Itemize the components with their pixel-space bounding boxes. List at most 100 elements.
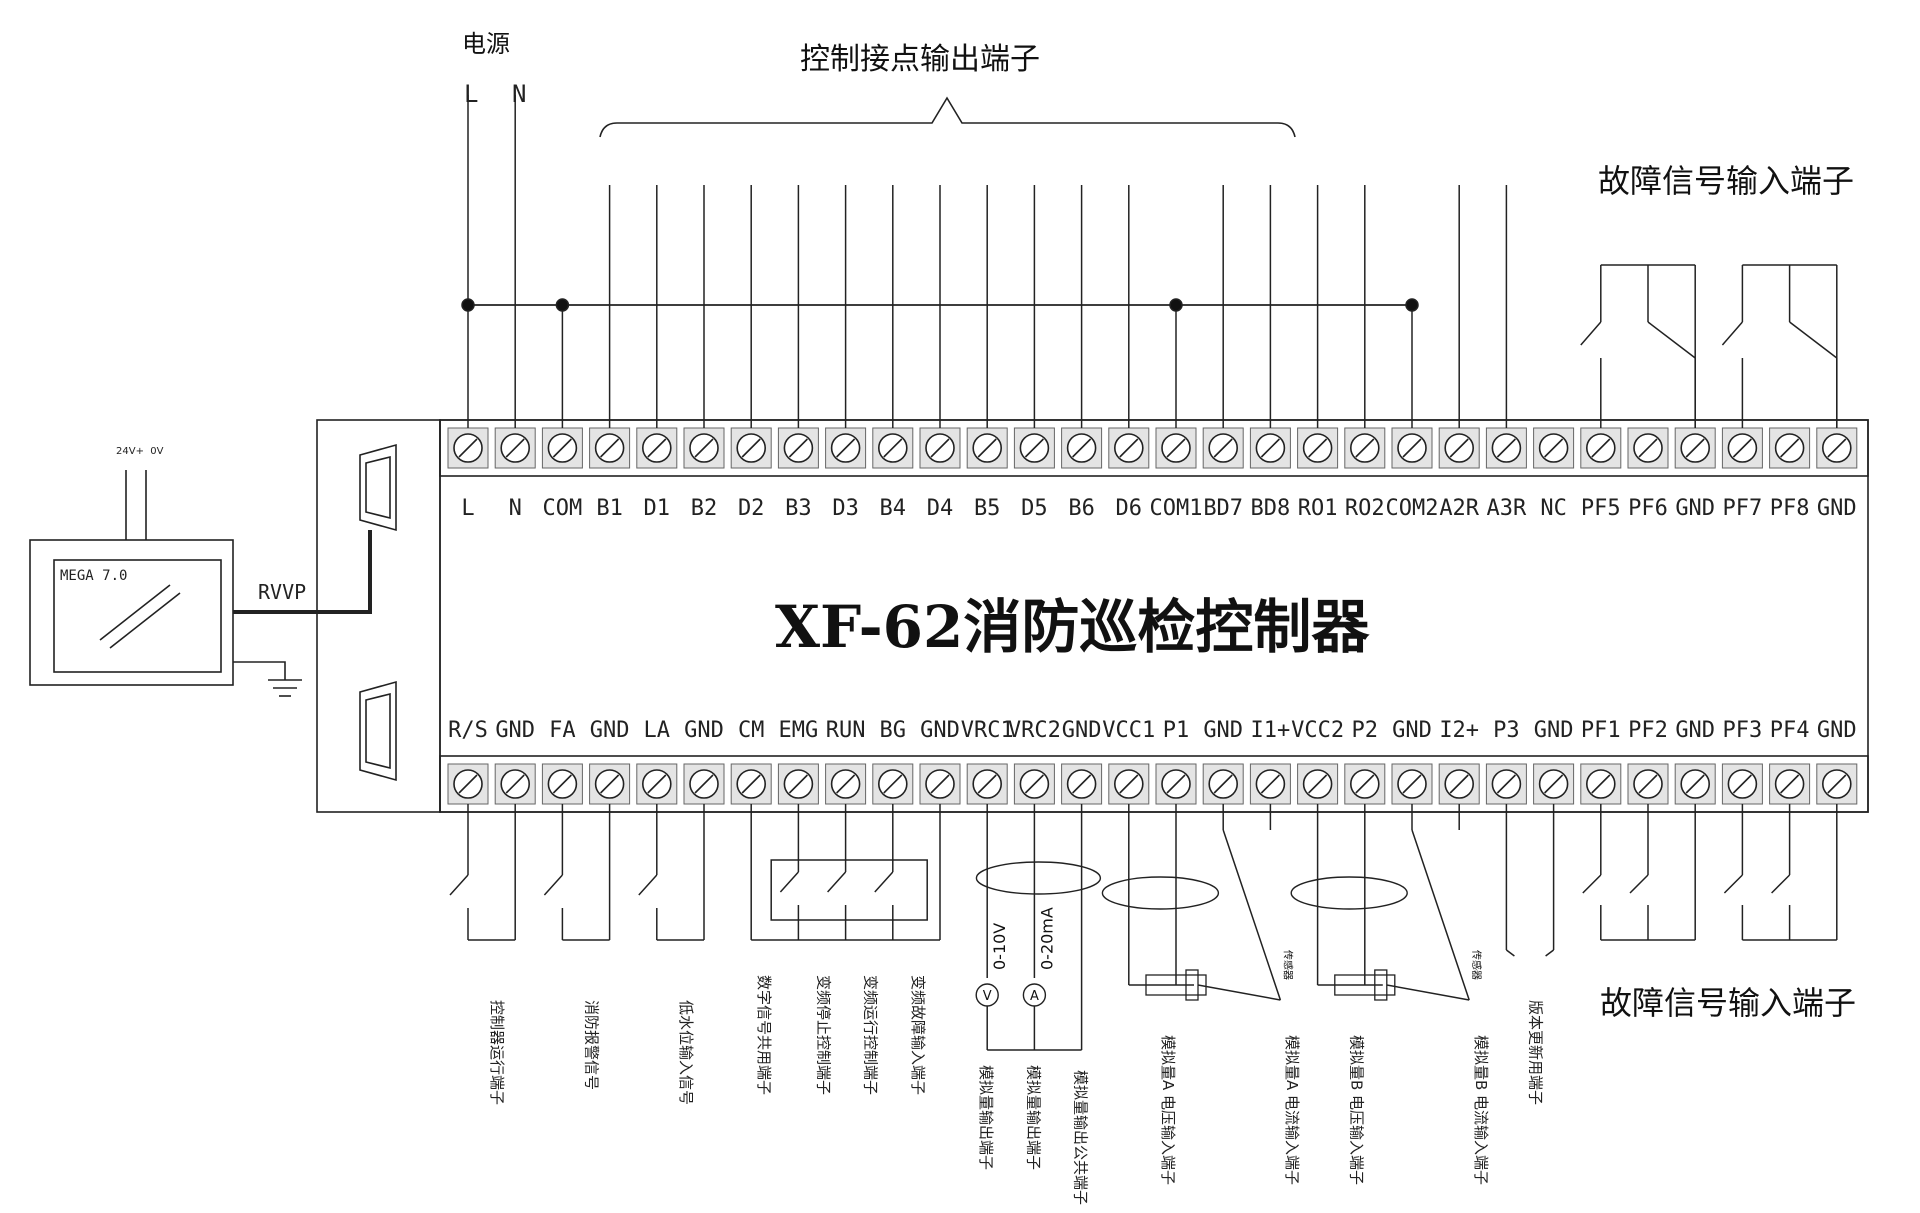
junction-dot (1405, 298, 1419, 312)
bottom-terminal-label: I1+ (1251, 718, 1291, 743)
terminal-screw-icon (1202, 427, 1244, 469)
bottom-terminal-label: GND (1203, 718, 1243, 743)
db9-connector-panel (316, 419, 441, 813)
terminal-screw-icon (1391, 427, 1433, 469)
bottom-terminal-label: P2 (1352, 718, 1379, 743)
top-terminal-label: B4 (880, 496, 907, 521)
terminal-screw-icon (589, 763, 631, 805)
bottom-terminal-label: PF1 (1581, 718, 1621, 743)
terminal-screw-icon (1485, 427, 1527, 469)
rvvp-cable (233, 530, 372, 614)
terminal-description: 模拟量B 电压输入端子 (1348, 1035, 1366, 1185)
top-terminal-label: L (461, 496, 474, 521)
terminal-screw-icon (1344, 427, 1386, 469)
terminal-screw-icon (1816, 427, 1858, 469)
terminal-screw-icon (825, 427, 867, 469)
terminal-description: 模拟量A 电流输入端子 (1283, 1035, 1301, 1185)
terminal-screw-icon (1297, 763, 1339, 805)
terminal-screw-icon (730, 427, 772, 469)
terminal-screw-icon (589, 427, 631, 469)
terminal-screw-icon (1769, 763, 1811, 805)
terminal-screw-icon (1816, 763, 1858, 805)
top-terminal-label: D2 (738, 496, 765, 521)
terminal-screw-icon (1061, 427, 1103, 469)
bottom-terminal-label: VCC2 (1291, 718, 1344, 743)
terminal-screw-icon (730, 763, 772, 805)
terminal-description: 模拟量B 电流输入端子 (1472, 1035, 1490, 1185)
terminal-description: 数字信号共用端子 (755, 975, 773, 1095)
terminal-screw-icon (447, 763, 489, 805)
top-terminal-label: BD7 (1203, 496, 1243, 521)
terminal-screw-icon (683, 763, 725, 805)
bottom-terminal-label: GND (1534, 718, 1574, 743)
hmi-power-label: 24V+ 0V (116, 446, 164, 457)
terminal-screw-icon (541, 427, 583, 469)
top-terminal-label: PF7 (1723, 496, 1763, 521)
bottom-terminal-label: GND (1062, 718, 1102, 743)
terminal-screw-icon (1155, 427, 1197, 469)
bottom-terminal-label: I2+ (1439, 718, 1479, 743)
shield-loop-icon (975, 861, 1102, 895)
top-terminal-label: N (509, 496, 522, 521)
bottom-terminal-label: P3 (1493, 718, 1520, 743)
junction-dot (555, 298, 570, 312)
top-terminal-label: A2R (1439, 496, 1479, 521)
db9-lower-icon (359, 680, 397, 782)
terminal-screw-icon (777, 427, 819, 469)
top-terminal-label: B6 (1068, 496, 1095, 521)
terminal-screw-icon (1249, 427, 1291, 469)
terminal-screw-icon (1202, 763, 1244, 805)
power-L-label: L (464, 80, 479, 108)
terminal-screw-icon (1674, 427, 1716, 469)
terminal-screw-icon (1108, 763, 1150, 805)
terminal-description: 模拟量输出端子 (977, 1065, 995, 1170)
terminal-screw-icon (966, 763, 1008, 805)
analog-range-label: 0-10V (990, 923, 1009, 970)
bottom-terminal-label: GND (1817, 718, 1857, 743)
top-terminal-label: D1 (644, 496, 671, 521)
top-terminal-label: COM (543, 496, 583, 521)
terminal-screw-icon (1297, 427, 1339, 469)
bottom-terminal-label: PF4 (1770, 718, 1810, 743)
terminal-screw-icon (1721, 763, 1763, 805)
control-output-brace (599, 96, 1296, 138)
terminal-screw-icon (919, 427, 961, 469)
top-terminal-label: GND (1675, 496, 1715, 521)
terminal-description: 低水位输入信号 (677, 1000, 695, 1105)
top-terminal-label: B1 (596, 496, 623, 521)
bottom-terminal-label: VCC1 (1102, 718, 1155, 743)
shield-loop-icon (1290, 876, 1408, 910)
terminal-screw-icon (1013, 763, 1055, 805)
top-terminal-label: D6 (1116, 496, 1143, 521)
shield-loop-icon (1101, 876, 1220, 910)
terminal-screw-icon (1580, 427, 1622, 469)
hmi-panel (29, 470, 372, 697)
terminal-screw-icon (1769, 427, 1811, 469)
bottom-terminal-label: CM (738, 718, 765, 743)
terminal-screw-icon (919, 763, 961, 805)
terminal-screw-icon (1344, 763, 1386, 805)
top-terminal-label: NC (1540, 496, 1567, 521)
terminal-description: 版本更新用端子 (1526, 1000, 1544, 1105)
terminal-screw-icon (636, 427, 678, 469)
control-output-title: 控制接点输出端子 (800, 42, 1040, 77)
terminal-screw-icon (636, 763, 678, 805)
bottom-terminal-label: VRC1 (961, 718, 1014, 743)
bottom-terminal-label: RUN (826, 718, 866, 743)
sensor-icon (1145, 974, 1207, 996)
terminal-screw-icon (825, 763, 867, 805)
top-terminal-label: COM1 (1150, 496, 1203, 521)
terminal-screw-icon (1533, 427, 1575, 469)
meter-symbol: V (983, 989, 992, 1004)
terminal-screw-icon (1013, 427, 1055, 469)
terminal-screw-icon (872, 427, 914, 469)
terminal-description: 控制器运行端子 (488, 1000, 506, 1105)
top-terminal-label: PF8 (1770, 496, 1810, 521)
analog-range-label: 0-20mA (1037, 907, 1056, 970)
terminal-screw-icon (966, 427, 1008, 469)
power-N-label: N (512, 80, 527, 108)
top-terminal-label: BD8 (1251, 496, 1291, 521)
top-terminal-label: B5 (974, 496, 1001, 521)
terminal-screw-icon (1627, 763, 1669, 805)
